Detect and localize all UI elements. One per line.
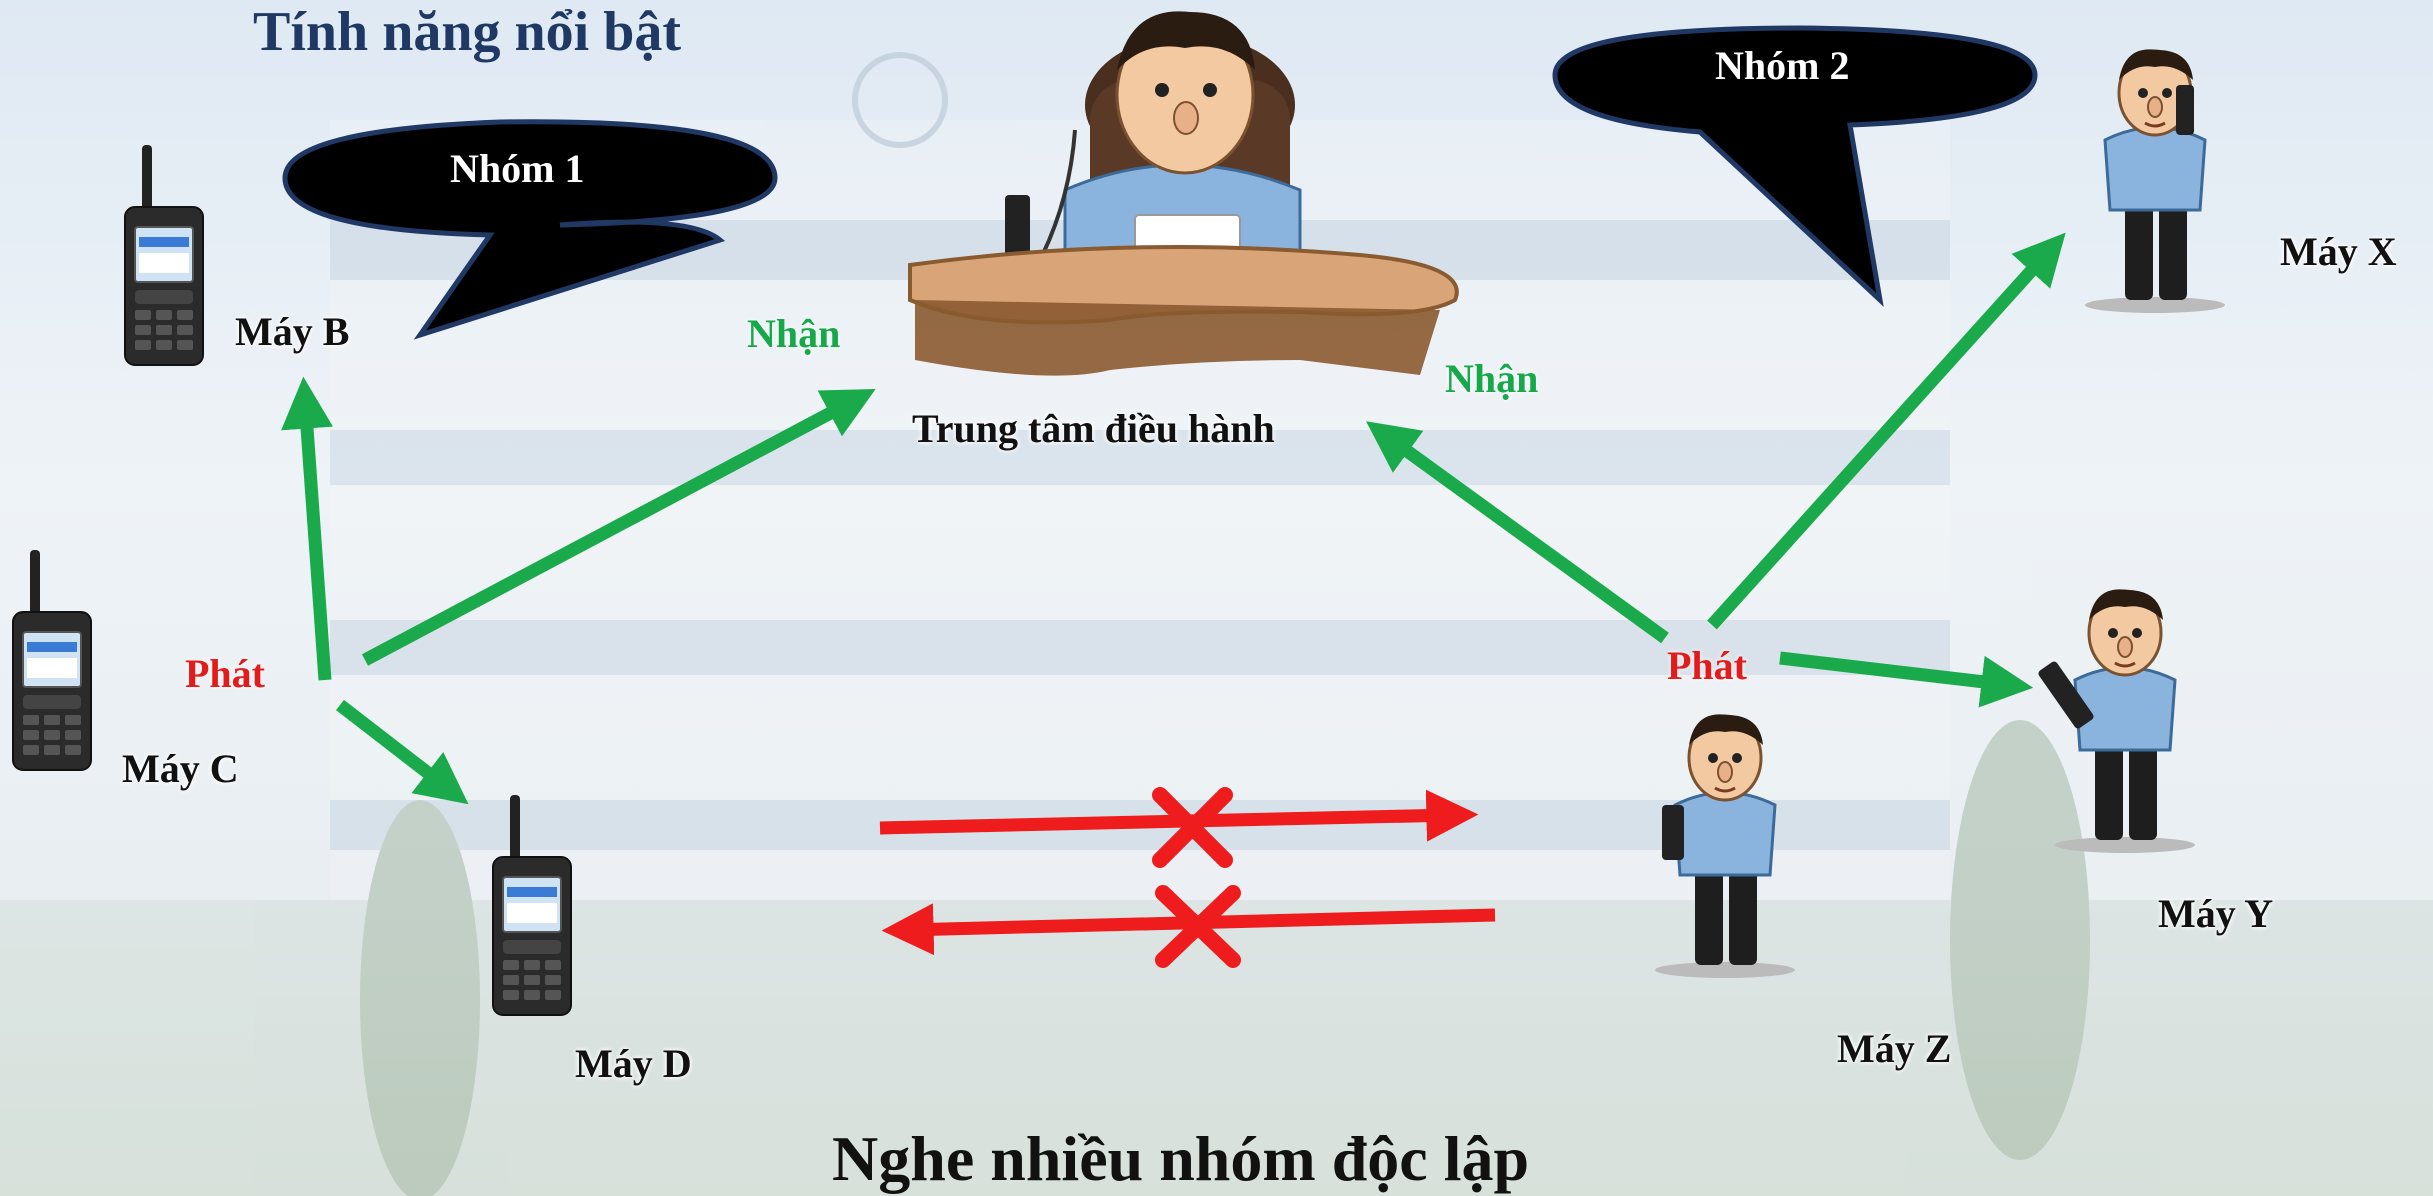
device-x-label: Máy X xyxy=(2280,229,2397,274)
arrow-z-to-center xyxy=(1366,421,1669,644)
device-y-label: Máy Y xyxy=(2158,891,2274,936)
arrow-c-to-b xyxy=(281,376,333,681)
receive-label-2: Nhận xyxy=(1445,356,1539,401)
bubble-group-1 xyxy=(282,119,778,340)
arrow-z-to-y xyxy=(1779,651,2034,708)
arrow-c-to-d xyxy=(336,699,469,805)
device-z-label: Máy Z xyxy=(1837,1026,1952,1071)
transmit-label-2: Phát xyxy=(1667,643,1747,688)
control-center-label: Trung tâm điều hành xyxy=(912,406,1275,451)
group-1-label: Nhóm 1 xyxy=(450,146,585,191)
arrow-blocked-right xyxy=(879,789,1479,842)
arrow-z-to-x xyxy=(1707,232,2066,630)
device-d-label: Máy D xyxy=(575,1041,692,1086)
blocked-x-icon xyxy=(1155,885,1241,968)
page-title: Tính năng nổi bật xyxy=(253,1,681,63)
radio-in-hand-y xyxy=(2038,661,2094,729)
receive-label-1: Nhận xyxy=(747,311,841,356)
bubble-group-2 xyxy=(1552,25,2038,307)
arrow-c-to-center xyxy=(361,389,876,666)
radio-in-hand-x xyxy=(2176,85,2194,135)
footer-caption: Nghe nhiều nhóm độc lập xyxy=(832,1123,1530,1194)
group-2-label: Nhóm 2 xyxy=(1715,43,1850,88)
device-b-label: Máy B xyxy=(235,309,350,354)
person-on-radio-icon-x xyxy=(2083,47,2227,315)
blocked-x-icon xyxy=(1152,787,1233,868)
device-c-label: Máy C xyxy=(122,746,239,791)
operator-at-desk xyxy=(908,11,1459,376)
transmit-label-1: Phát xyxy=(185,651,265,696)
radio-in-hand-z xyxy=(1662,805,1684,860)
